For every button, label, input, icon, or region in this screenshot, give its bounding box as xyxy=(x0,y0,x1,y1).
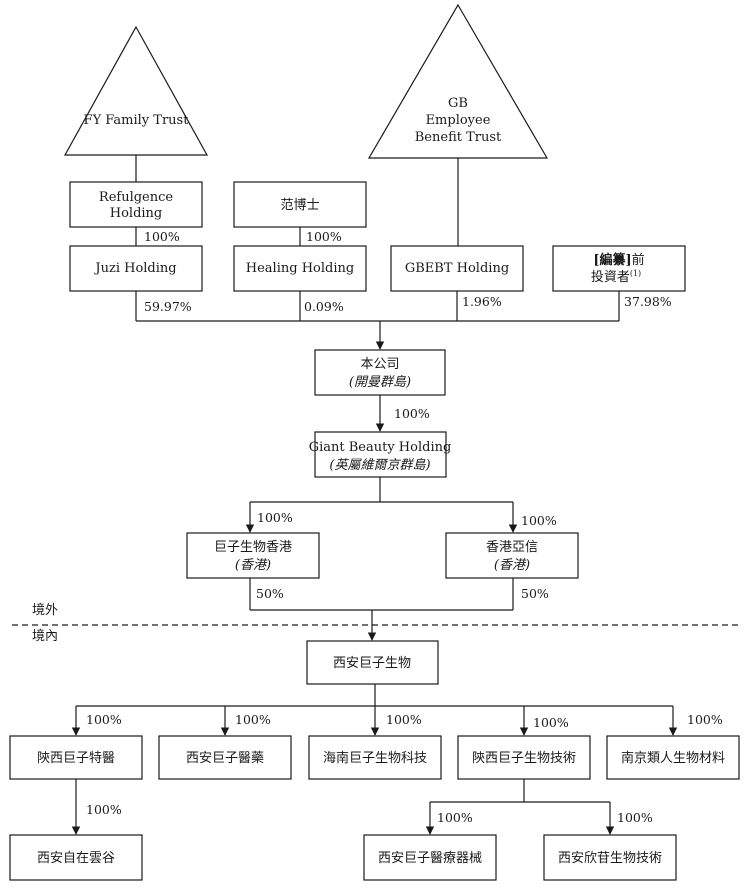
s5-label: 南京類人生物材料 xyxy=(621,750,725,766)
s5-box xyxy=(606,735,740,780)
gb-trust-label-line3: Benefit Trust xyxy=(415,130,502,145)
gbebt-holding-box xyxy=(390,245,524,292)
investors-label-line1: [編纂]前 xyxy=(593,252,644,268)
hk2-box xyxy=(445,532,579,579)
s4-label: 陝西巨子生物技術 xyxy=(472,750,576,766)
giant-beauty-label: Giant Beauty Holding xyxy=(309,440,452,455)
s2-label: 西安巨子醫藥 xyxy=(186,751,264,766)
s1c-box xyxy=(9,834,143,881)
investors-line2: 投資者 xyxy=(591,269,630,285)
pct-healing: 0.09% xyxy=(304,299,344,314)
pct-hk1-xian: 50% xyxy=(256,586,284,601)
pct-giant-hk1: 100% xyxy=(257,510,293,525)
pct-s4-c1: 100% xyxy=(437,810,473,825)
offshore-label: 境外 xyxy=(32,603,58,618)
s3-label: 海南巨子生物科技 xyxy=(323,750,427,766)
hk2-label: 香港亞信 xyxy=(486,540,538,555)
gb-trust-label-line1: GB xyxy=(448,96,468,111)
pct-xian-s4: 100% xyxy=(533,715,569,730)
pct-xian-s5: 100% xyxy=(687,712,723,727)
pct-investors: 37.98% xyxy=(624,294,672,309)
giant-beauty-box xyxy=(314,431,447,478)
company-box xyxy=(314,349,446,396)
juzi-holding-label: Juzi Holding xyxy=(93,261,176,276)
xian-box xyxy=(306,640,439,685)
refulgence-holding-box xyxy=(69,181,203,228)
pct-xian-s1: 100% xyxy=(86,712,122,727)
pct-juzi: 59.97% xyxy=(144,299,192,314)
fan-label: 范博士 xyxy=(280,198,319,213)
investors-note: (1) xyxy=(630,269,641,278)
company-label: 本公司 xyxy=(360,357,399,372)
investors-label-line2: 投資者(1) xyxy=(591,269,641,285)
s4c1-label: 西安巨子醫療器械 xyxy=(378,851,482,866)
investors-bracket: [編纂] xyxy=(593,252,631,268)
fy-family-trust-label: FY Family Trust xyxy=(84,113,190,128)
pct-xian-s3: 100% xyxy=(386,712,422,727)
pct-refulgence-juzi: 100% xyxy=(144,229,180,244)
s4c2-box xyxy=(543,834,677,881)
investors-box xyxy=(552,245,686,292)
s1-box xyxy=(9,735,143,780)
pct-s4-c2: 100% xyxy=(617,810,653,825)
healing-holding-box xyxy=(233,245,367,292)
s3-box xyxy=(308,735,442,780)
hk1-label: 巨子生物香港 xyxy=(214,540,292,555)
juzi-holding-box xyxy=(69,245,203,292)
pct-company-giant: 100% xyxy=(394,406,430,421)
healing-holding-label: Healing Holding xyxy=(246,261,354,276)
gbebt-holding-label: GBEBT Holding xyxy=(405,261,509,276)
s1-label: 陝西巨子特醫 xyxy=(37,750,115,766)
pct-xian-s2: 100% xyxy=(235,712,271,727)
pct-gbebt: 1.96% xyxy=(462,294,502,309)
pct-s1-s1c: 100% xyxy=(86,802,122,817)
onshore-label: 境內 xyxy=(32,629,58,644)
s1c-label: 西安自在雲谷 xyxy=(37,851,115,866)
s4c2-label: 西安欣苷生物技術 xyxy=(558,851,662,866)
hk2-sub-label: (香港) xyxy=(494,558,530,573)
fy-family-trust-triangle xyxy=(63,25,209,156)
refulgence-label-line2: Holding xyxy=(110,206,163,221)
company-sub-label: (開曼群島) xyxy=(349,375,411,390)
s4c1-box xyxy=(363,834,497,881)
xian-label: 西安巨子生物 xyxy=(333,656,411,671)
hk1-box xyxy=(186,532,320,579)
hk1-sub-label: (香港) xyxy=(235,558,271,573)
pct-fan-healing: 100% xyxy=(306,229,342,244)
giant-beauty-sub-label: (英屬維爾京群島) xyxy=(329,457,430,473)
pct-giant-hk2: 100% xyxy=(521,513,557,528)
s4-box xyxy=(457,735,591,780)
investors-line1-rest: 前 xyxy=(632,252,645,268)
s2-box xyxy=(158,735,292,780)
gb-trust-label-line2: Employee xyxy=(426,113,491,128)
refulgence-label-line1: Refulgence xyxy=(99,190,173,205)
pct-hk2-xian: 50% xyxy=(521,586,549,601)
